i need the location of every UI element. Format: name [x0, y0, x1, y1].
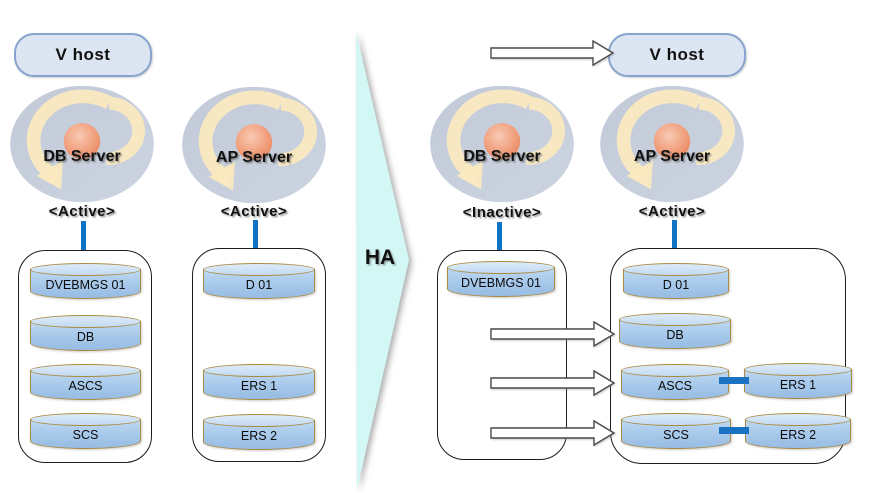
cylinder-label: D 01: [662, 278, 690, 292]
cylinder-label: SCS: [72, 428, 99, 442]
db-node-container-right: DVEBMGS 01: [437, 250, 567, 460]
vhost-label-left: V host: [55, 45, 111, 64]
cylinder-scs-left: SCS: [30, 413, 141, 449]
cylinder-ers2-left: ERS 2: [203, 414, 315, 450]
cylinder-db-right: DB: [619, 313, 731, 349]
cylinder-top: [621, 364, 729, 377]
cylinder-top: [30, 263, 141, 276]
cylinder-label: DB: [666, 328, 684, 342]
ap-server-name-left: AP Server: [215, 149, 293, 166]
connector-ap-left: [253, 220, 258, 249]
db-node-container-left: DVEBMGS 01 DB ASCS SCS: [18, 250, 152, 463]
cylinder-d01-right: D 01: [623, 263, 729, 299]
cylinder-top: [619, 313, 731, 326]
sync-server-icon: [599, 84, 745, 204]
db-server-name-left: DB Server: [43, 148, 121, 165]
cylinder-ers1-left: ERS 1: [203, 364, 315, 400]
cylinder-scs-right: SCS: [621, 413, 731, 449]
cylinder-label: D 01: [245, 278, 273, 292]
connector-ap-right: [672, 220, 677, 249]
cylinder-top: [203, 414, 315, 427]
cylinder-top: [621, 413, 731, 426]
connector-db-left: [81, 221, 86, 251]
cylinder-top: [447, 261, 555, 274]
takeover-arrow-vhost: [490, 39, 615, 67]
connector-db-right: [497, 222, 502, 251]
cylinder-top: [203, 364, 315, 377]
ha-label: HA: [364, 246, 396, 269]
cylinder-label: SCS: [663, 428, 689, 442]
cylinder-dvebmgs-left: DVEBMGS 01: [30, 263, 141, 299]
cylinder-ascs-left: ASCS: [30, 364, 141, 400]
ap-server-status-right: <Active>: [638, 203, 706, 220]
link-ascs-ers1: [719, 377, 749, 384]
ap-node-container-left: D 01 ERS 1 ERS 2: [192, 248, 326, 462]
link-scs-ers2: [719, 427, 749, 434]
db-server-status-right: <Inactive>: [462, 204, 542, 221]
vhost-box-left: V host: [14, 33, 152, 77]
ap-server-name-right: AP Server: [633, 148, 711, 165]
cylinder-top: [30, 413, 141, 426]
cylinder-label: DVEBMGS 01: [461, 276, 541, 290]
ap-server-status-left: <Active>: [220, 203, 288, 220]
db-server-name-right: DB Server: [463, 148, 541, 165]
ap-server-icon-right: AP Server: [599, 84, 745, 204]
cylinder-top: [623, 263, 729, 276]
sync-server-icon: [9, 84, 155, 204]
db-server-icon-left: DB Server: [9, 84, 155, 204]
cylinder-label: ERS 1: [779, 378, 817, 392]
vhost-box-right: V host: [608, 33, 746, 77]
cylinder-d01-left: D 01: [203, 263, 315, 299]
cylinder-top: [744, 363, 852, 376]
cylinder-dvebmgs-right: DVEBMGS 01: [447, 261, 555, 297]
cylinder-label: ERS 2: [240, 429, 278, 443]
cylinder-db-left: DB: [30, 315, 141, 351]
cylinder-label: ASCS: [68, 379, 103, 393]
cylinder-ascs-right: ASCS: [621, 364, 729, 400]
cylinder-label: DB: [76, 330, 95, 344]
sync-server-icon: [429, 84, 575, 204]
vhost-label-right: V host: [649, 45, 705, 64]
ap-server-icon-left: AP Server: [181, 85, 327, 205]
db-server-icon-right: DB Server: [429, 84, 575, 204]
db-server-status-left: <Active>: [48, 203, 116, 220]
cylinder-ers2-right: ERS 2: [745, 413, 851, 449]
cylinder-top: [203, 263, 315, 276]
cylinder-top: [30, 315, 141, 328]
sync-server-icon: [181, 85, 327, 205]
cylinder-top: [30, 364, 141, 377]
cylinder-top: [745, 413, 851, 426]
cylinder-label: ASCS: [657, 379, 693, 393]
cylinder-label: DVEBMGS 01: [45, 278, 126, 292]
cylinder-label: ERS 2: [779, 428, 817, 442]
cylinder-ers1-right: ERS 1: [744, 363, 852, 399]
cylinder-label: ERS 1: [240, 379, 278, 393]
